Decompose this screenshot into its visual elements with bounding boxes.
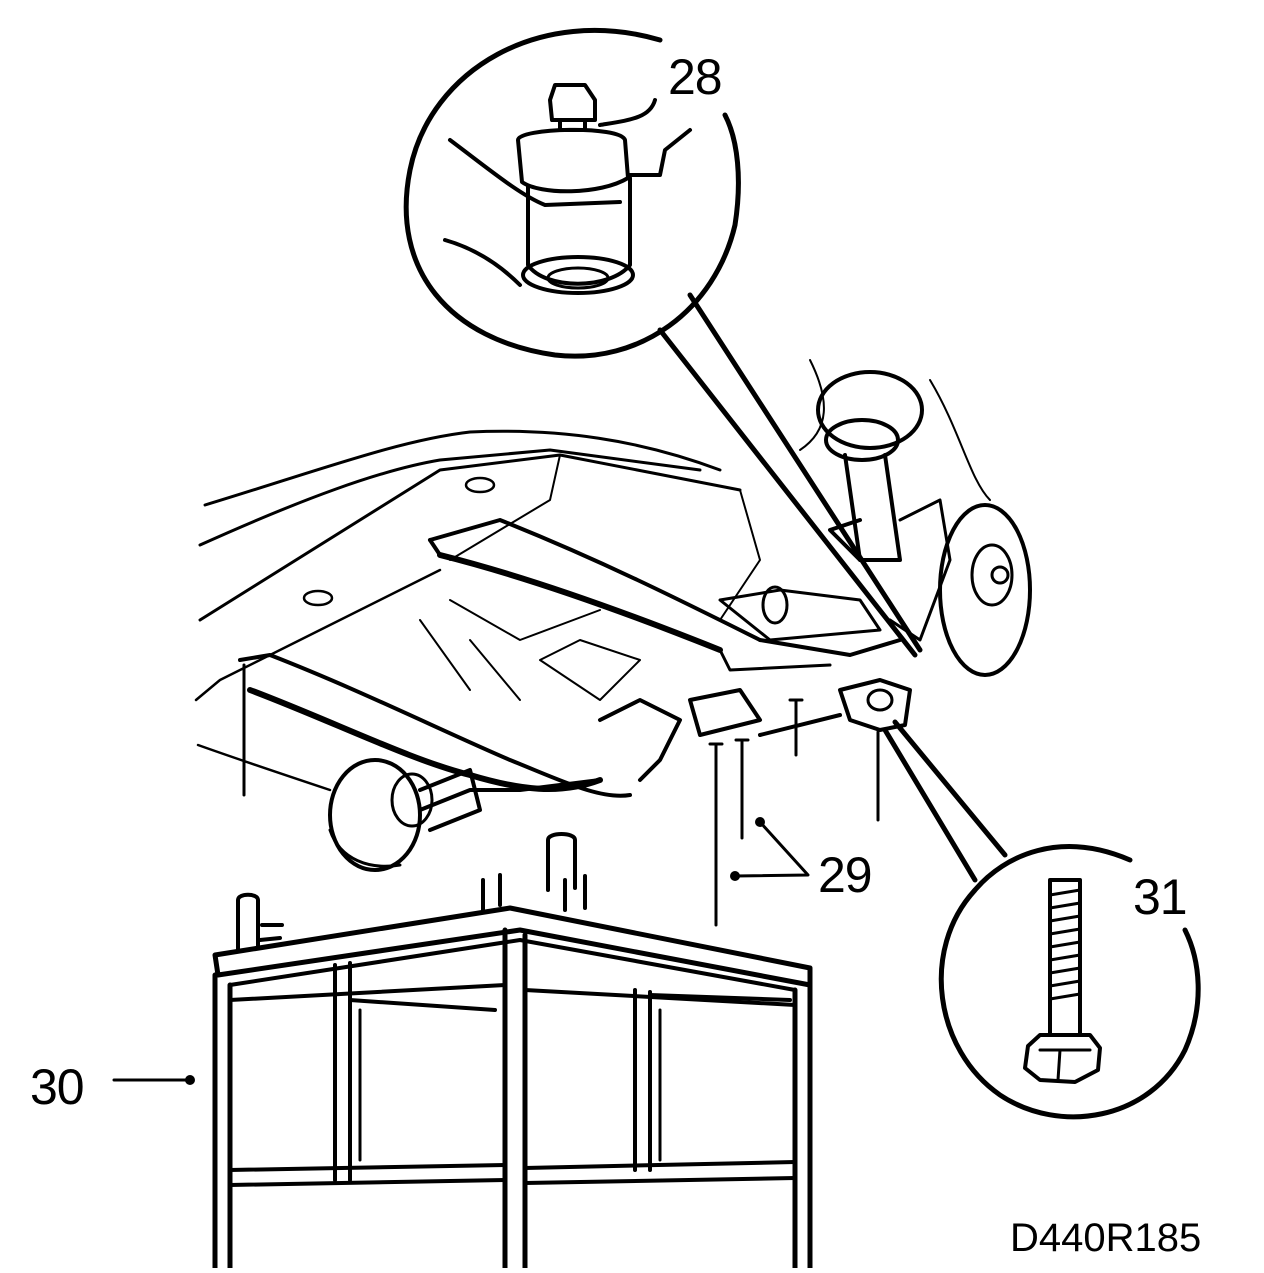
control-arm	[238, 653, 762, 812]
callout-31: 31	[1133, 869, 1188, 925]
detail-magnifier-31	[882, 719, 1201, 1120]
callout-30: 30	[30, 1059, 85, 1115]
car-underbody	[194, 429, 761, 792]
leader-lines	[112, 817, 810, 1085]
wheel-hub-left	[328, 758, 482, 872]
rear-mount-bracket	[758, 678, 912, 737]
detail-magnifier-28	[403, 28, 923, 658]
callout-29: 29	[818, 847, 873, 903]
figure-code: D440R185	[1010, 1216, 1202, 1260]
alignment-lines	[242, 663, 880, 927]
cross-member	[428, 518, 902, 672]
support-stand	[212, 832, 813, 1271]
callout-28: 28	[668, 49, 723, 105]
wheel-hub-right	[718, 359, 1032, 677]
